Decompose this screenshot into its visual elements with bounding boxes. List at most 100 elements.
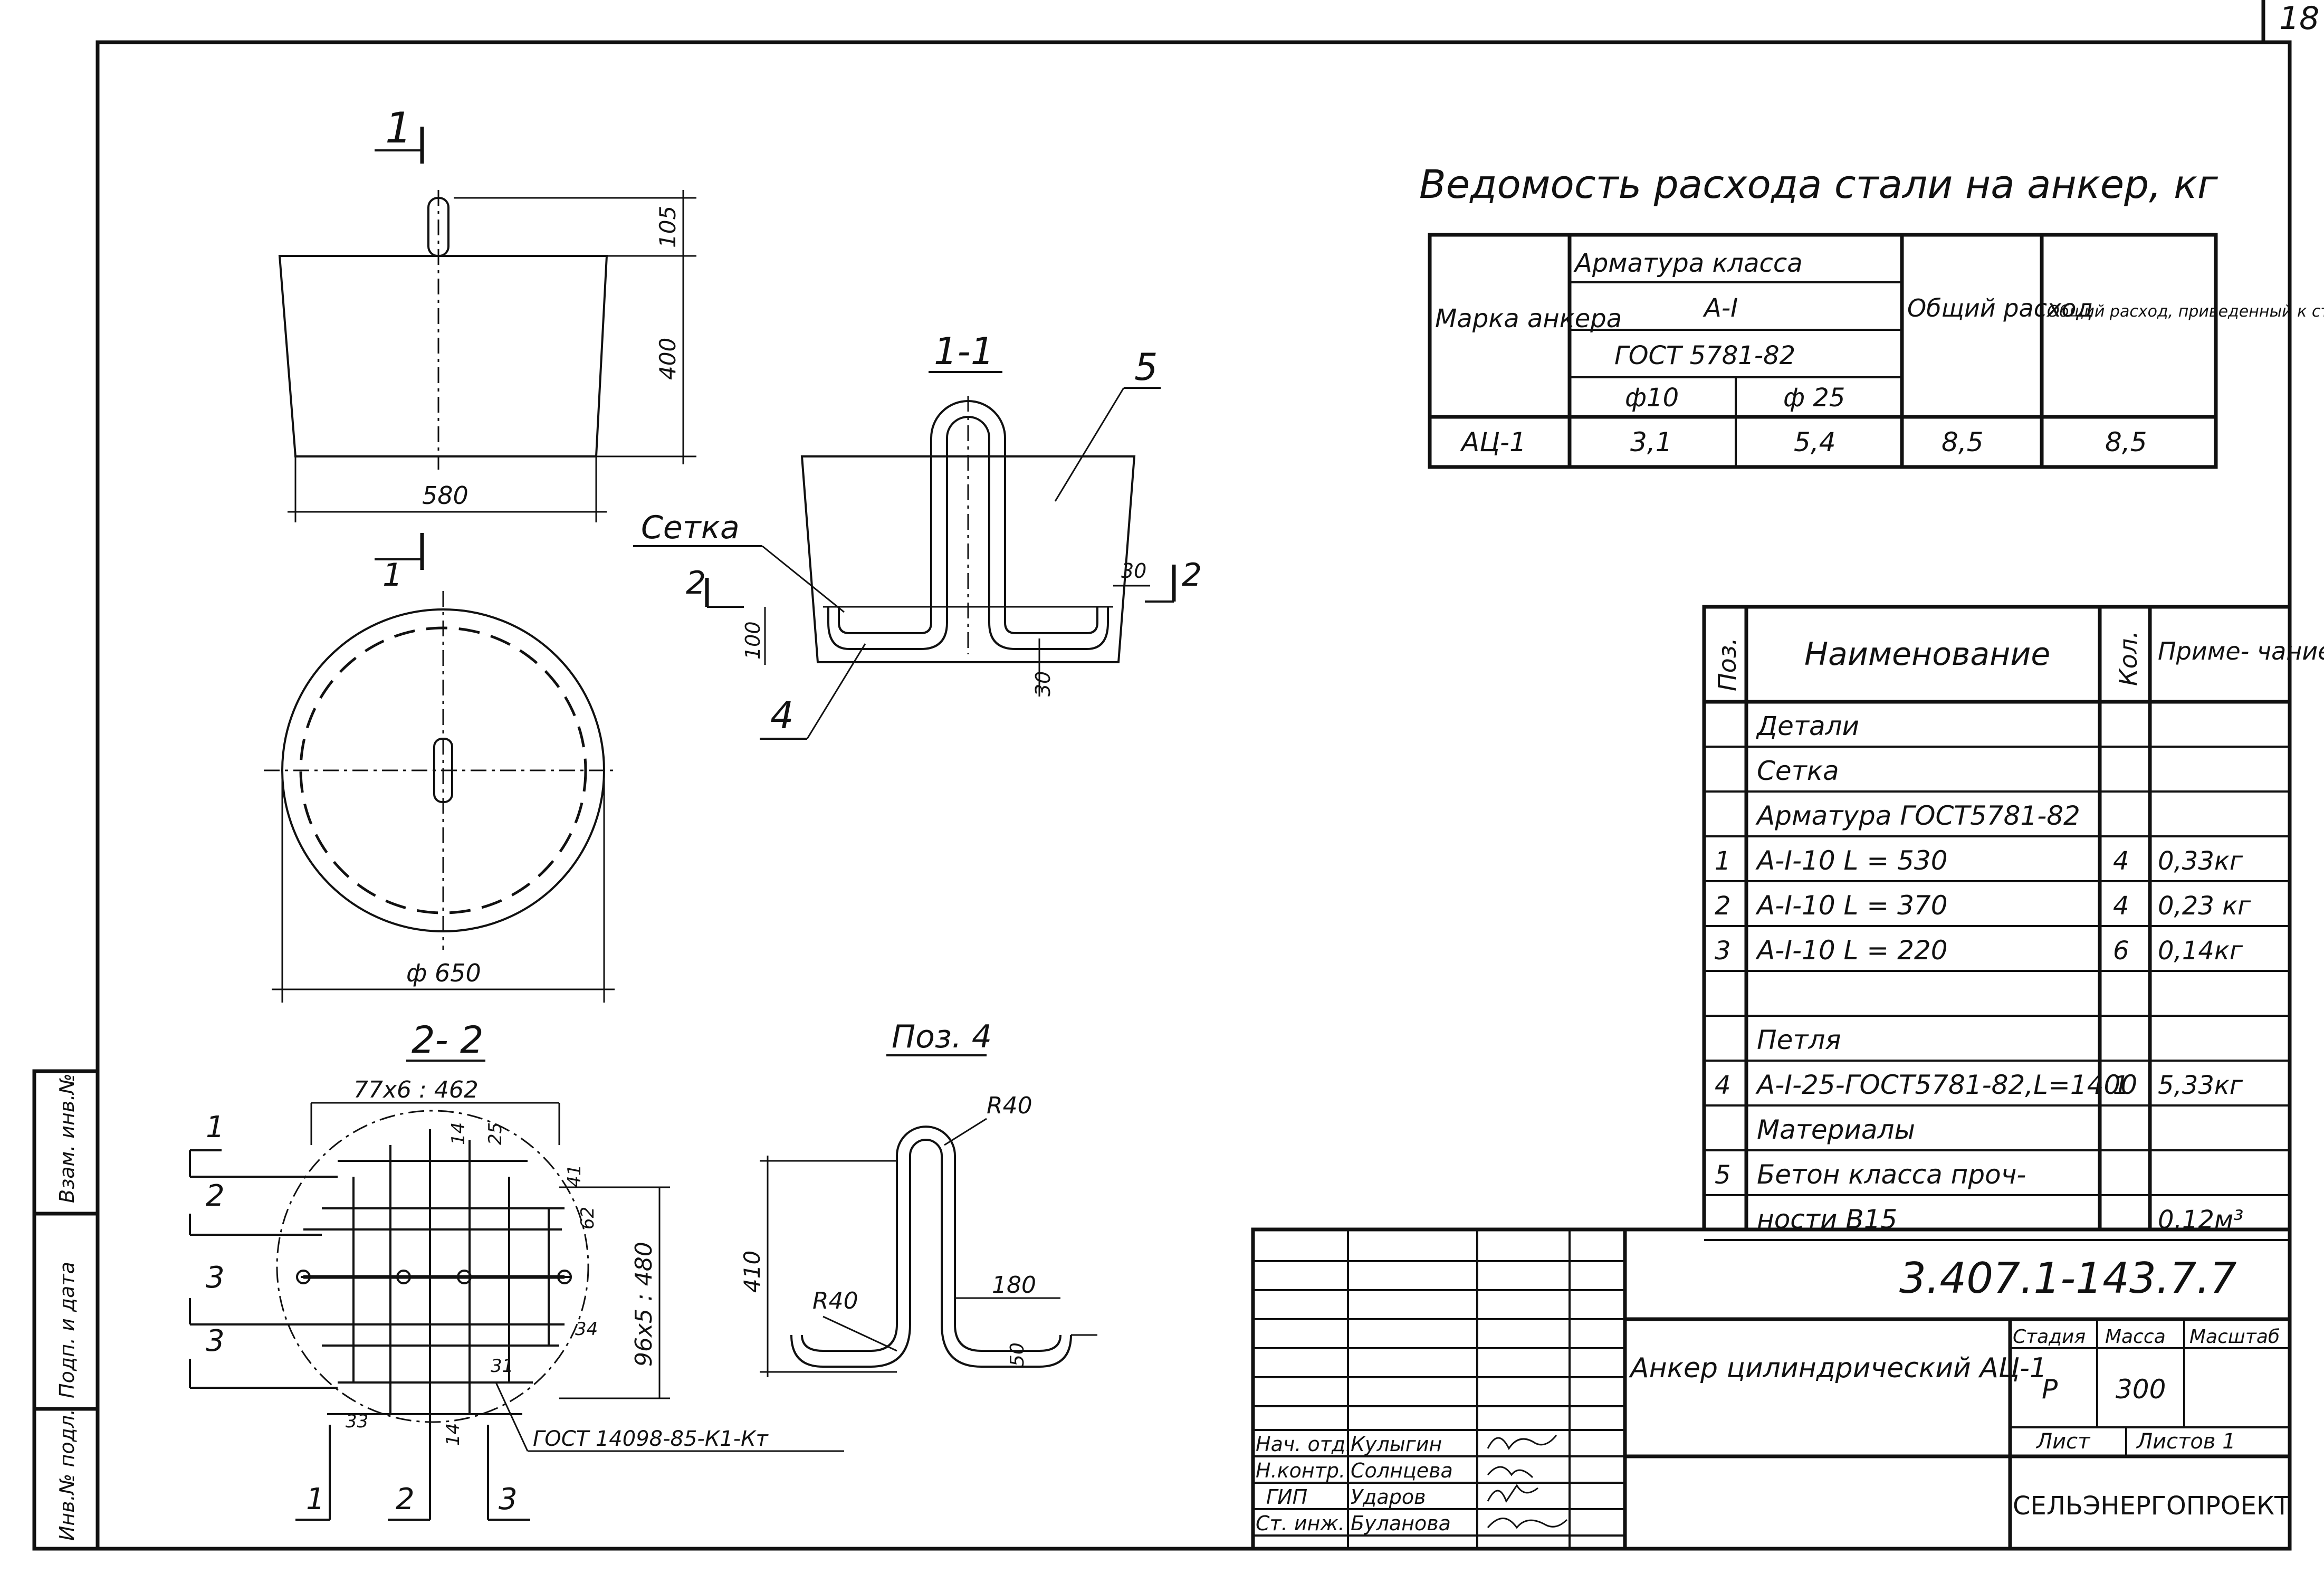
th-d10: ф10: [1625, 383, 1679, 413]
row-label-2: 2: [206, 1179, 225, 1213]
detail-dim-50: 50: [1007, 1342, 1028, 1367]
td-total: 8,5: [1942, 427, 1984, 457]
spec-cell-pos: 2: [1715, 891, 1731, 921]
spec-h-name: Наименование: [1804, 636, 2050, 673]
spec-h-pos: Поз.: [1713, 637, 1742, 691]
dim-14-bottom: 14: [443, 1423, 464, 1446]
mark-2-left: 2: [686, 565, 706, 602]
section-2-2: 2- 2 77х6 : 462 1 2: [189, 1018, 844, 1521]
spec-cell-name: А-I-10 L = 370: [1755, 890, 1948, 921]
tb-mass: 300: [2116, 1374, 2166, 1405]
signer-role-2: Н.контр.: [1256, 1459, 1345, 1482]
dim-31: 31: [491, 1356, 513, 1377]
tb-h-scale: Масштаб: [2189, 1326, 2280, 1348]
spec-cell-name: Бетон класса проч-: [1757, 1159, 2026, 1190]
row-label-3b: 3: [206, 1324, 225, 1358]
doc-code: 3.407.1-143.7.7: [1899, 1254, 2237, 1303]
spec-cell-qty: 6: [2113, 936, 2129, 966]
signer-role-1: Нач. отд.: [1256, 1433, 1352, 1456]
tb-h-mass: Масса: [2105, 1326, 2166, 1348]
spec-cell-name: Петля: [1757, 1025, 1841, 1055]
spec-cell-name: Детали: [1756, 711, 1859, 741]
spec-cell-name: А-I-25-ГОСТ5781-82,L=1400: [1755, 1070, 2137, 1100]
signer-name-4: Буланова: [1351, 1512, 1451, 1535]
signer-role-4: Ст. инж.: [1256, 1512, 1345, 1535]
spec-cell-note: 5,33кг: [2158, 1071, 2243, 1100]
side-stamp-sign: Подп. и дата: [55, 1262, 79, 1398]
tb-h-stage: Стадия: [2013, 1326, 2086, 1348]
dim-14-top: 14: [448, 1122, 469, 1145]
front-dim-580: 580: [422, 481, 468, 510]
sheet-frame: [95, 40, 2292, 1551]
dim-41: 41: [564, 1165, 585, 1187]
item-name: Анкер цилиндрический АЦ-1: [1629, 1352, 2047, 1384]
th-reinf: Арматура класса: [1573, 249, 1803, 278]
detail-dim-410: 410: [739, 1251, 765, 1293]
detail-r40-left: R40: [812, 1288, 858, 1314]
td-mark: АЦ-1: [1460, 427, 1526, 457]
front-dim-105: 105: [655, 206, 681, 248]
dim-100: 100: [741, 621, 764, 660]
dim-30-bottom: 30: [1031, 671, 1055, 697]
tb-stage: Р: [2042, 1374, 2058, 1405]
spec-cell-name: А-I-10 L = 220: [1755, 935, 1948, 966]
spec-cell-pos: 4: [1715, 1071, 1731, 1100]
mark-2-right: 2: [1182, 557, 1202, 594]
detail-r40-top: R40: [987, 1092, 1032, 1119]
side-stamp-inv: Инв.№ подл.: [55, 1409, 79, 1541]
sheet-number: 18: [2279, 0, 2319, 37]
td-total-red: 8,5: [2105, 427, 2147, 457]
spec-table: Поз. Наименование Кол. Приме- чание Дета…: [1702, 605, 2324, 1241]
section-mark-top: 1: [385, 103, 412, 152]
spec-cell-qty: 4: [2113, 846, 2129, 876]
section-mark-bottom: 1: [382, 557, 403, 594]
tb-sheet: Лист: [2035, 1429, 2091, 1454]
callout-setka: Сетка: [641, 509, 740, 546]
title-block: Нач. отд. Кулыгин Н.контр. Солнцева ГИП …: [1251, 1227, 2292, 1551]
row-label-1: 1: [206, 1110, 225, 1145]
spec-cell-name: А-I-10 L = 530: [1755, 845, 1948, 876]
side-stamp-replace: Взам. инв.№: [55, 1073, 79, 1203]
steel-table: Ведомость расхода стали на анкер, кг Мар…: [1419, 162, 2324, 469]
spec-cell-pos: 5: [1715, 1160, 1731, 1190]
dim-77x6: 77х6 : 462: [353, 1076, 479, 1103]
spec-cell-pos: 3: [1715, 936, 1731, 966]
dim-33: 33: [346, 1411, 368, 1432]
signer-name-2: Солнцева: [1351, 1459, 1453, 1482]
signature-1: [1487, 1435, 1557, 1450]
th-mark: Марка анкера: [1435, 304, 1622, 333]
spec-cell-name: Материалы: [1757, 1114, 1915, 1145]
callout-4: 4: [770, 694, 794, 737]
signature-2: [1487, 1466, 1534, 1479]
tb-org: СЕЛЬЭНЕРГОПРОЕКТ: [2013, 1491, 2290, 1521]
dim-34: 34: [575, 1319, 598, 1340]
section-1-1: 1-1 Сетка 5 4 2 2 100 30 30: [633, 330, 1202, 740]
signer-name-3: Ударов: [1351, 1485, 1426, 1509]
td-d25: 5,4: [1794, 427, 1836, 457]
col-label-2: 2: [396, 1482, 415, 1517]
signer-name-1: Кулыгин: [1351, 1433, 1442, 1456]
spec-h-qty: Кол.: [2114, 631, 2143, 686]
spec-cell-note: 0,14кг: [2158, 936, 2243, 966]
row-label-3a: 3: [206, 1261, 225, 1295]
th-class: А-I: [1703, 293, 1738, 323]
callout-5: 5: [1134, 346, 1158, 389]
th-total-red: Общий расход, приведенный к стали А-I: [2047, 302, 2324, 321]
dim-62: 62: [577, 1207, 598, 1229]
steel-table-title: Ведомость расхода стали на анкер, кг: [1419, 162, 2218, 207]
th-gost: ГОСТ 5781-82: [1614, 341, 1795, 370]
signature-4: [1487, 1518, 1568, 1529]
spec-cell-note: 0,33кг: [2158, 846, 2243, 876]
col-label-3: 3: [499, 1482, 518, 1517]
col-label-1: 1: [306, 1482, 325, 1517]
section-1-1-title: 1-1: [934, 330, 994, 373]
front-dim-400: 400: [655, 338, 681, 380]
plan-view: ф 650: [264, 591, 617, 1003]
gost-note: ГОСТ 14098-85-К1-Кт: [533, 1427, 769, 1451]
tb-sheets: Листов 1: [2136, 1429, 2236, 1454]
spec-cell-pos: 1: [1715, 846, 1731, 876]
th-total: Общий расход: [1907, 294, 2093, 322]
spec-cell-qty: 4: [2113, 891, 2129, 921]
